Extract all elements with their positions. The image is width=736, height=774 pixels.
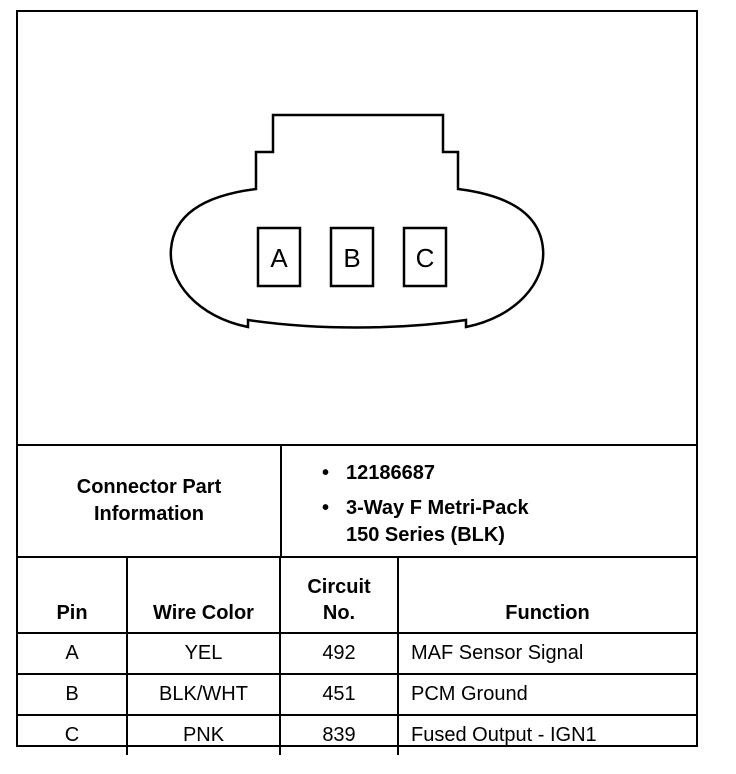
part-number-item: • 12186687 xyxy=(282,460,682,487)
cavity-a-box xyxy=(256,226,302,288)
header-function: Function xyxy=(397,558,696,634)
header-circuit-line2: No. xyxy=(322,602,356,624)
header-wire-color: Wire Color xyxy=(126,558,281,634)
connector-outline-drawing: A B C xyxy=(169,113,545,329)
table-row: C PNK 839 Fused Output - IGN1 xyxy=(18,714,696,755)
connector-housing-outline xyxy=(169,113,545,329)
function-cell: MAF Sensor Signal xyxy=(397,632,696,675)
wire-color-cell: YEL xyxy=(126,632,281,675)
cavity-c-label: C xyxy=(416,243,435,273)
pin-cell: B xyxy=(18,673,128,716)
wire-color-cell: PNK xyxy=(126,714,281,755)
header-pin: Pin xyxy=(18,558,128,634)
pin-table-header-row: Pin Wire Color Circuit No. Function xyxy=(18,558,696,634)
table-row: A YEL 492 MAF Sensor Signal xyxy=(18,632,696,675)
connector-part-info-label: Connector Part Information xyxy=(18,446,282,556)
connector-description-line2: 150 Series (BLK) xyxy=(346,524,505,546)
connector-part-info-list: • 12186687 • 3-Way F Metri-Pack 150 Seri… xyxy=(282,460,682,549)
circuit-cell: 839 xyxy=(279,714,399,755)
connector-description-item: • 3-Way F Metri-Pack 150 Series (BLK) xyxy=(282,495,682,549)
pin-cell: A xyxy=(18,632,128,675)
circuit-cell: 451 xyxy=(279,673,399,716)
table-row: B BLK/WHT 451 PCM Ground xyxy=(18,673,696,716)
pin-table: Pin Wire Color Circuit No. Function A YE… xyxy=(18,558,696,755)
info-label-line2: Information xyxy=(94,503,204,525)
connector-face-diagram: A B C xyxy=(18,12,696,446)
connector-figure: A B C Connector Part Information • 12186… xyxy=(16,10,698,755)
function-cell: PCM Ground xyxy=(397,673,696,716)
bullet-glyph: • xyxy=(322,462,330,484)
part-number: 12186687 xyxy=(346,462,435,484)
connector-part-info-row: Connector Part Information • 12186687 • … xyxy=(18,446,696,558)
cavity-a-label: A xyxy=(270,243,288,273)
header-circuit-line1: Circuit xyxy=(307,576,371,598)
cavity-c-box xyxy=(402,226,448,288)
cavity-b-box xyxy=(329,226,375,288)
cavity-b-label: B xyxy=(343,243,360,273)
info-label-line1: Connector Part xyxy=(76,476,222,498)
header-circuit-no: Circuit No. xyxy=(279,558,399,634)
connector-description-line1: 3-Way F Metri-Pack xyxy=(346,497,529,519)
wire-color-cell: BLK/WHT xyxy=(126,673,281,716)
pin-cell: C xyxy=(18,714,128,755)
function-cell: Fused Output - IGN1 xyxy=(397,714,696,755)
bullet-glyph: • xyxy=(322,497,330,519)
circuit-cell: 492 xyxy=(279,632,399,675)
